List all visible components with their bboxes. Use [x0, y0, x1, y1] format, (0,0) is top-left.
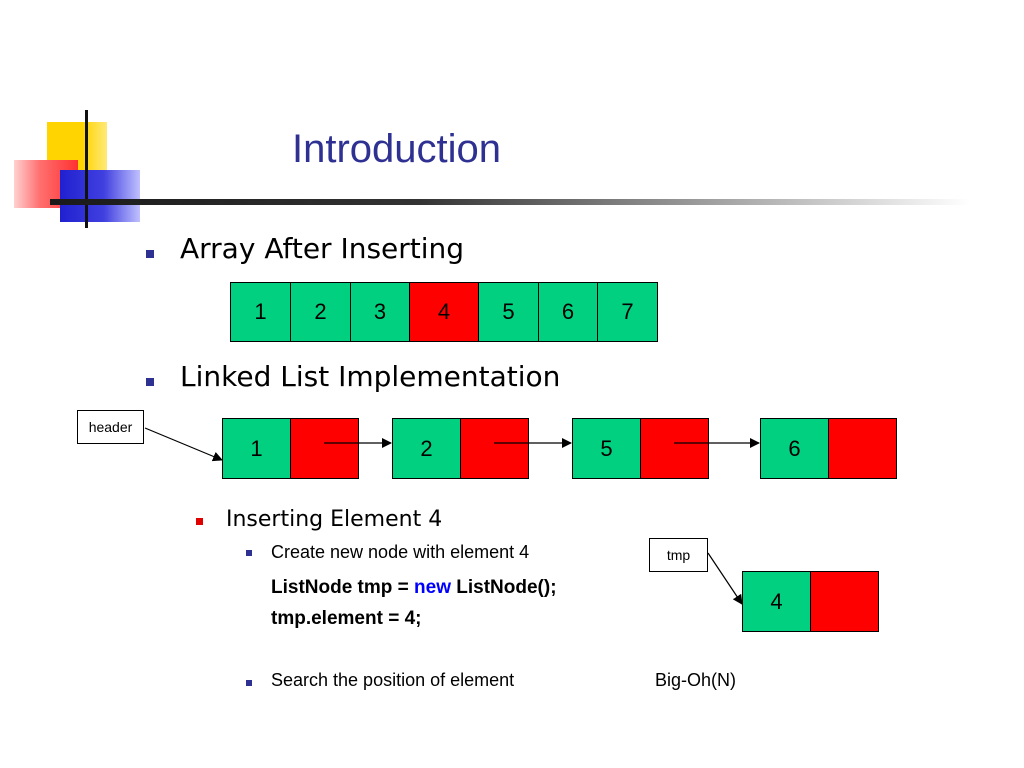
bullet-marker [146, 378, 154, 386]
list-node-value: 2 [392, 418, 461, 479]
array-cell: 5 [478, 282, 539, 342]
code-line-1-part2: ListNode(); [451, 577, 557, 598]
list-node-value: 6 [760, 418, 829, 479]
array-cell: 7 [597, 282, 658, 342]
tmp-arrow [707, 552, 743, 605]
code-line-1-part1: ListNode tmp = [271, 577, 415, 598]
header-arrow [144, 427, 223, 462]
code-line-1: ListNode tmp = new ListNode(); [271, 576, 557, 600]
bullet-create-node: Create new node with element 4 [271, 542, 530, 562]
header-label-box: header [77, 410, 144, 444]
array-cell: 1 [230, 282, 291, 342]
bullet-marker-red [196, 518, 203, 525]
bullet-array-after: Array After Inserting [180, 232, 465, 265]
list-node-value: 1 [222, 418, 291, 479]
bullet-linked-impl: Linked List Implementation [180, 360, 561, 393]
bullet-marker-small [246, 550, 252, 556]
title-divider [50, 199, 970, 205]
list-node-pointer [828, 418, 897, 479]
array-cell: 3 [350, 282, 410, 342]
code-line-2: tmp.element = 4; [271, 608, 422, 629]
array-cell: 4 [409, 282, 479, 342]
bullet-inserting: Inserting Element 4 [226, 507, 443, 532]
list-node-pointer [640, 418, 709, 479]
list-node-value: 5 [572, 418, 641, 479]
tmp-label-box: tmp [649, 538, 708, 572]
list-node-pointer [290, 418, 359, 479]
array-cell: 2 [290, 282, 351, 342]
new-node-value: 4 [742, 571, 811, 632]
complexity-label: Big-Oh(N) [655, 670, 737, 690]
code-keyword-new: new [414, 577, 451, 598]
new-node-pointer [810, 571, 879, 632]
bullet-search: Search the position of element [271, 670, 515, 690]
list-node-pointer [460, 418, 529, 479]
bullet-marker [146, 250, 154, 258]
bullet-marker-small [246, 680, 252, 686]
corner-blue-square [60, 170, 140, 222]
corner-vertical-line [85, 110, 88, 228]
slide-title: Introduction [292, 127, 502, 171]
